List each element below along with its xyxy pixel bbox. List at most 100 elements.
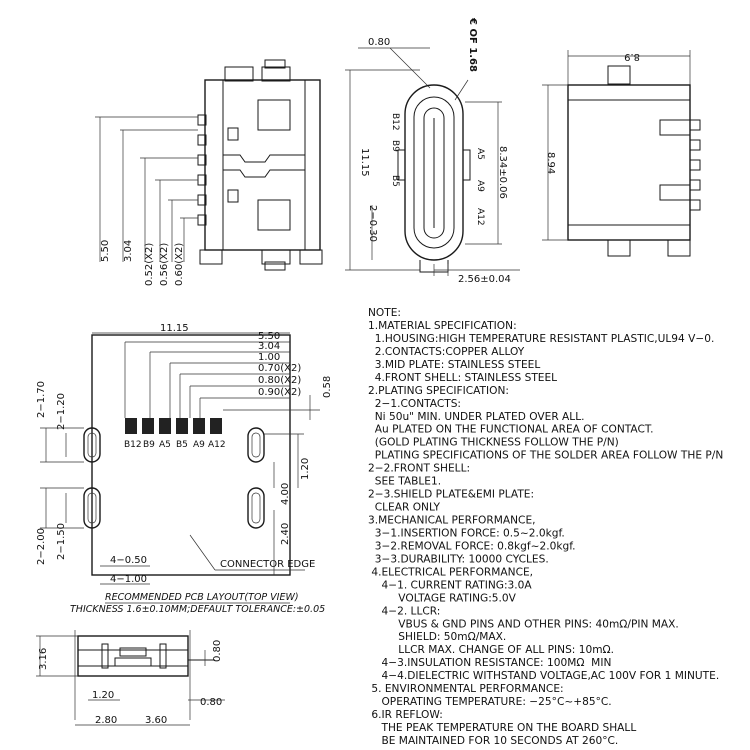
pcb-pin-a5: A5: [159, 440, 171, 450]
notes-line: Ni 50u" MIN. UNDER PLATED OVER ALL.: [368, 411, 584, 423]
pcb-outline: [91, 334, 291, 576]
pcb-layout: 11.15 5.50 3.04 1.00 0.70(X2) 0.80(X2) 0…: [36, 323, 333, 615]
side-section-view: 3.16 0.80 0.80 1.20 2.80 3.60: [36, 630, 225, 726]
dim-11-15: 11.15: [359, 148, 370, 177]
pin-a12: A12: [475, 208, 485, 226]
right-view: 8.9 8.94: [542, 50, 701, 257]
pad: [210, 418, 222, 434]
dim-0-60: 0.60(X2): [174, 243, 185, 286]
notes-line: 4−4.DIELECTRIC WITHSTAND VOLTAGE,AC 100V…: [368, 670, 719, 682]
pcb-pin-a9: A9: [193, 440, 205, 450]
dim-0-52: 0.52(X2): [144, 243, 155, 286]
pin-b12: B12: [390, 113, 400, 131]
pcb-caption: RECOMMENDED PCB LAYOUT(TOP VIEW): [105, 592, 299, 603]
notes-line: 2−3.SHIELD PLATE&EMI PLATE:: [368, 489, 534, 501]
dim-8-9: 8.9: [624, 51, 640, 62]
notes-line: 3.MID PLATE: STAINLESS STEEL: [368, 359, 540, 371]
slot-top-left: [83, 427, 101, 463]
tab-top-mid: [261, 66, 291, 82]
slot-top-right: [247, 427, 265, 463]
side-body: [567, 84, 691, 241]
notes-line: 1.HOUSING:HIGH TEMPERATURE RESISTANT PLA…: [368, 333, 714, 345]
pcb-dim-1-00: 1.00: [258, 352, 280, 363]
notes-line: 2.CONTACTS:COPPER ALLOY: [368, 346, 525, 358]
side-dim-0-80-a: 0.80: [212, 640, 223, 662]
notes-line: VBUS & GND PINS AND OTHER PINS: 40mΩ/PIN…: [368, 618, 679, 630]
notes-line: 3−2.REMOVAL FORCE: 0.8kgf~2.0kgf.: [368, 541, 576, 553]
side-dim-2-80: 2.80: [95, 715, 117, 726]
pcb-dim-2-170: 2−1.70: [36, 381, 47, 418]
notes-line: 2.PLATING SPECIFICATION:: [368, 385, 509, 397]
pcb-dim-2-120: 2−1.20: [56, 393, 67, 430]
pcb-pin-b12: B12: [124, 440, 142, 450]
side-dim-3-60: 3.60: [145, 715, 167, 726]
notes-line: 2−2.FRONT SHELL:: [368, 463, 470, 475]
pcb-dim-1-20: 1.20: [300, 458, 311, 480]
connector-edge-label: CONNECTOR EDGE: [220, 559, 315, 570]
pcb-pin-b5: B5: [176, 440, 188, 450]
notes-line: 4−3.INSULATION RESISTANCE: 100MΩ MIN: [368, 657, 611, 669]
pad: [176, 418, 188, 434]
pcb-dim-2-200: 2−2.00: [36, 528, 47, 565]
side-section-body: [77, 635, 189, 677]
notes-line: 3−3.DURABILITY: 10000 CYCLES.: [368, 553, 549, 565]
usb-c-shell: [404, 84, 464, 261]
notes-line: THE PEAK TEMPERATURE ON THE BOARD SHALL: [368, 722, 636, 734]
dim-2-030: 2−0.30: [367, 205, 378, 242]
notes-line: 3−1.INSERTION FORCE: 0.5~2.0kgf.: [368, 528, 565, 540]
side-dim-1-20: 1.20: [92, 690, 114, 701]
pcb-dim-0-90: 0.90(X2): [258, 387, 301, 398]
notes-line: LLCR MAX. CHANGE OF ALL PINS: 10mΩ.: [368, 644, 614, 656]
pcb-dim-11-15: 11.15: [160, 323, 189, 334]
pcb-dim-2-40: 2.40: [280, 523, 291, 545]
pcb-dim-2-150: 2−1.50: [56, 523, 67, 560]
pin-a9: A9: [475, 180, 485, 192]
notes-line: 6.IR REFLOW:: [368, 709, 443, 721]
dim-3-04: 3.04: [123, 240, 134, 262]
notes-line: 4.FRONT SHELL: STAINLESS STEEL: [368, 372, 557, 384]
notes-line: 2−1.CONTACTS:: [368, 398, 461, 410]
slot-bottom-left: [83, 487, 101, 529]
top-view: 5.50 3.04 0.52(X2) 0.56(X2) 0.60(X2): [95, 59, 323, 286]
notes-line: OPERATING TEMPERATURE: −25°C~+85°C.: [368, 696, 612, 708]
pcb-dim-4-00: 4.00: [280, 483, 291, 505]
tab-top-mid-head: [264, 59, 286, 69]
front-view: 0.80 € OF 1.68 11.15 B12 B9 B5 A5 A9 A12…: [345, 17, 520, 285]
notes-line: 4.ELECTRICAL PERFORMANCE,: [368, 566, 533, 578]
pad: [142, 418, 154, 434]
dim-2-56: 2.56±0.04: [458, 274, 511, 285]
dim-c-068: € OF 1.68: [467, 17, 478, 72]
tab-top-left: [224, 66, 254, 82]
dim-8-94: 8.94: [545, 152, 556, 174]
side-dim-0-80-b: 0.80: [200, 697, 222, 708]
notes-line: 4−2. LLCR:: [368, 605, 440, 617]
pcb-dim-4-050: 4−0.50: [110, 555, 147, 566]
notes-block: NOTE:1.MATERIAL SPECIFICATION: 1.HOUSING…: [368, 307, 723, 747]
slot-bottom-right: [247, 487, 265, 529]
pcb-dim-0-58: 0.58: [322, 376, 333, 398]
side-dim-3-16: 3.16: [38, 648, 49, 670]
notes-line: 1.MATERIAL SPECIFICATION:: [368, 320, 517, 332]
pcb-dim-4-100: 4−1.00: [110, 574, 147, 585]
notes-line: 5. ENVIRONMENTAL PERFORMANCE:: [368, 683, 564, 695]
pad: [159, 418, 171, 434]
pin-b9: B9: [390, 140, 400, 152]
pcb-dim-0-70: 0.70(X2): [258, 363, 301, 374]
notes-line: 4−1. CURRENT RATING:3.0A: [368, 579, 532, 591]
notes-line: (GOLD PLATING THICKNESS FOLLOW THE P/N): [368, 437, 619, 449]
dim-5-50: 5.50: [100, 240, 111, 262]
pin-b5: B5: [390, 175, 400, 187]
pcb-dim-5-50: 5.50: [258, 331, 280, 342]
pin-a5: A5: [475, 148, 485, 160]
pcb-dim-0-80: 0.80(X2): [258, 375, 301, 386]
notes-line: PLATING SPECIFICATIONS OF THE SOLDER ARE…: [368, 450, 723, 462]
pad: [125, 418, 137, 434]
dim-0-56: 0.56(X2): [159, 243, 170, 286]
pcb-dim-3-04: 3.04: [258, 341, 280, 352]
notes-line: VOLTAGE RATING:5.0V: [368, 592, 517, 604]
pad: [193, 418, 205, 434]
pcb-pin-b9: B9: [143, 440, 155, 450]
notes-line: SHIELD: 50mΩ/MAX.: [368, 631, 506, 643]
pcb-pin-a12: A12: [208, 440, 226, 450]
notes-line: BE MAINTAINED FOR 10 SECONDS AT 260°C.: [368, 735, 618, 747]
